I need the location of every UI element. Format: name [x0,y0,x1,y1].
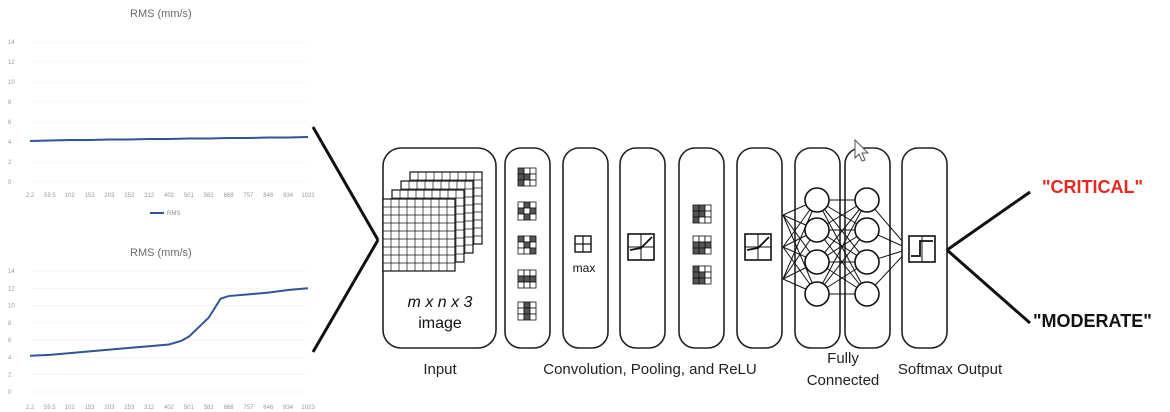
image-word-label: image [418,315,462,332]
series-line-rms [29,287,309,357]
x-tick-label: 846 [263,193,274,199]
neuron-node [854,187,880,213]
chart-title-bottom: RMS (mm/s) [130,247,192,259]
y-tick-label: 0 [8,390,12,396]
filter-grid-icon [692,265,712,285]
neuron-node [854,249,880,275]
x-tick-label: 253 [124,193,135,199]
image-dimensions-label: m x n x 3 [408,294,473,311]
fc-label-line2: Connected [807,372,880,389]
filter-grid-icon [517,269,537,289]
x-tick-label: 203 [104,405,115,411]
y-tick-label: 2 [8,373,12,379]
max-label: max [573,261,596,275]
conv-filter-icons-2 [692,204,712,285]
series-line-rms [29,136,309,142]
image-channel-grid [382,198,456,272]
y-tick-label: 8 [8,100,12,106]
connector-top [311,126,380,241]
fc-label-line1: Fully [827,350,859,367]
x-tick-label: 59.5 [44,193,56,199]
x-tick-label: 501 [184,193,195,199]
x-tick-label: 668 [224,193,235,199]
x-tick-label: 203 [104,193,115,199]
y-tick-label: 2 [8,160,12,166]
x-tick-label: 102 [65,405,76,411]
filter-grid-icon [517,167,537,187]
x-tick-label: 59.5 [44,405,56,411]
neural-network-icon [782,187,910,307]
x-tick-label: 2.2 [26,405,35,411]
neuron-node [804,217,830,243]
mouse-cursor-icon [854,138,870,162]
x-tick-label: 934 [283,405,294,411]
y-tick-label: 12 [8,286,15,292]
cnn-diagram: m x n x 3 image max [382,138,1003,389]
fc-block-1 [794,147,841,349]
y-tick-label: 6 [8,338,12,344]
x-tick-label: 312 [144,193,155,199]
x-tick-label: 757 [243,405,254,411]
moderate-output-label: "MODERATE" [1033,311,1152,331]
x-tick-label: 1021 [301,193,315,199]
chart-title-top: RMS (mm/s) [130,8,192,20]
x-tick-label: 501 [184,405,195,411]
input-label: Input [423,361,457,378]
x-tick-label: 1023 [301,405,315,411]
relu-icon-2 [744,233,772,261]
chart-2: 14 12 10 8 6 4 2 0 2.2 59.5 102 153 203 253 312 402 501 5… [8,269,315,411]
x-tick-label: 668 [224,405,235,411]
y-tick-label: 14 [8,40,15,46]
filter-grid-icon [692,235,712,255]
neuron-node [804,281,830,307]
max-pool-icon [574,235,592,253]
fc-block-2 [844,147,891,349]
output-branch-moderate [946,248,1031,325]
y-tick-label: 14 [8,269,15,275]
chart-1: 14 12 10 8 6 4 2 0 2.2 59.5 102 153 203 253 312 402 501 5… [8,40,315,217]
y-tick-label: 8 [8,321,12,327]
neuron-node [854,217,880,243]
x-tick-label: 846 [263,405,274,411]
x-tick-label: 153 [85,193,96,199]
y-tick-label: 10 [8,304,15,310]
connector-bottom [311,239,380,353]
output-branch-critical [946,190,1031,252]
critical-output-label: "CRITICAL" [1042,177,1143,197]
filter-grid-icon [517,301,537,321]
x-tick-label: 402 [164,405,175,411]
filter-grid-icon [517,235,537,255]
y-tick-label: 6 [8,120,12,126]
x-tick-label: 102 [65,193,76,199]
conv-pool-relu-label: Convolution, Pooling, and ReLU [543,361,756,378]
neuron-node [804,187,830,213]
y-tick-label: 0 [8,180,12,186]
x-tick-label: 934 [283,193,294,199]
conv-filter-icons [517,167,537,321]
x-tick-label: 2.2 [26,193,35,199]
x-tick-label: 582 [204,193,215,199]
image-grid-stack-icon [382,171,483,272]
x-tick-label: 253 [124,405,135,411]
relu-icon [627,233,655,261]
softmax-step-icon [908,235,936,263]
y-tick-label: 12 [8,60,15,66]
y-tick-label: 4 [8,140,12,146]
x-tick-label: 757 [243,193,254,199]
filter-grid-icon [692,204,712,224]
legend-label: RMS [167,211,180,217]
x-tick-label: 402 [164,193,175,199]
neuron-node [854,281,880,307]
x-tick-label: 312 [144,405,155,411]
x-tick-label: 582 [204,405,215,411]
y-tick-label: 10 [8,80,15,86]
x-tick-label: 153 [85,405,96,411]
neuron-node [804,249,830,275]
y-tick-label: 4 [8,355,12,361]
filter-grid-icon [517,201,537,221]
softmax-output-label: Softmax Output [898,361,1003,378]
